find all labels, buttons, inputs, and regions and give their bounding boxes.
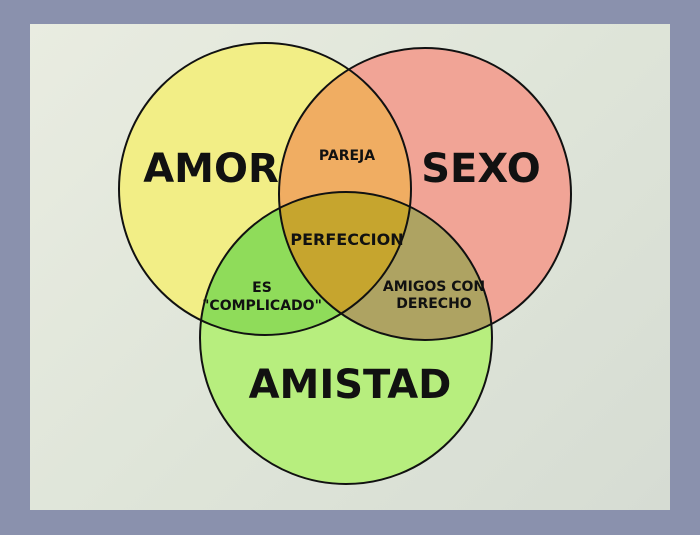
label-amistad: AMISTAD [249,362,452,408]
label-amor: AMOR [143,146,279,192]
label-complicado-line2: "COMPLICADO" [202,298,322,314]
outline-amistad [199,191,493,485]
label-complicado-line1: ES [252,280,272,296]
region-amor-amistad [200,192,411,335]
label-sexo: SEXO [421,146,541,192]
outline-sexo [278,47,572,341]
outline-amor [118,42,412,336]
label-perfeccion: PERFECCION [290,230,403,249]
label-pareja: PAREJA [319,148,375,164]
label-amigos-line2: DERECHO [396,296,472,312]
label-amigos-line1: AMIGOS CON [383,279,485,295]
